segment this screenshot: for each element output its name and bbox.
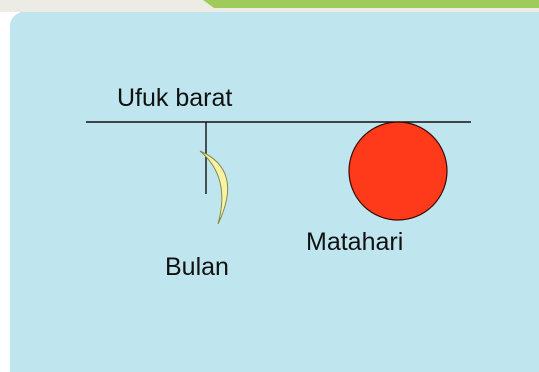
panel-top-fill (20, 12, 539, 42)
horizon-label: Ufuk barat (117, 84, 232, 112)
moon-label: Bulan (165, 253, 229, 281)
diagram-panel (10, 12, 539, 372)
moon-crescent-icon (199, 150, 229, 225)
panel-bottom-fill (10, 340, 539, 372)
sun-icon (348, 121, 448, 221)
accent-strip (203, 0, 539, 8)
sun-label: Matahari (306, 228, 403, 256)
